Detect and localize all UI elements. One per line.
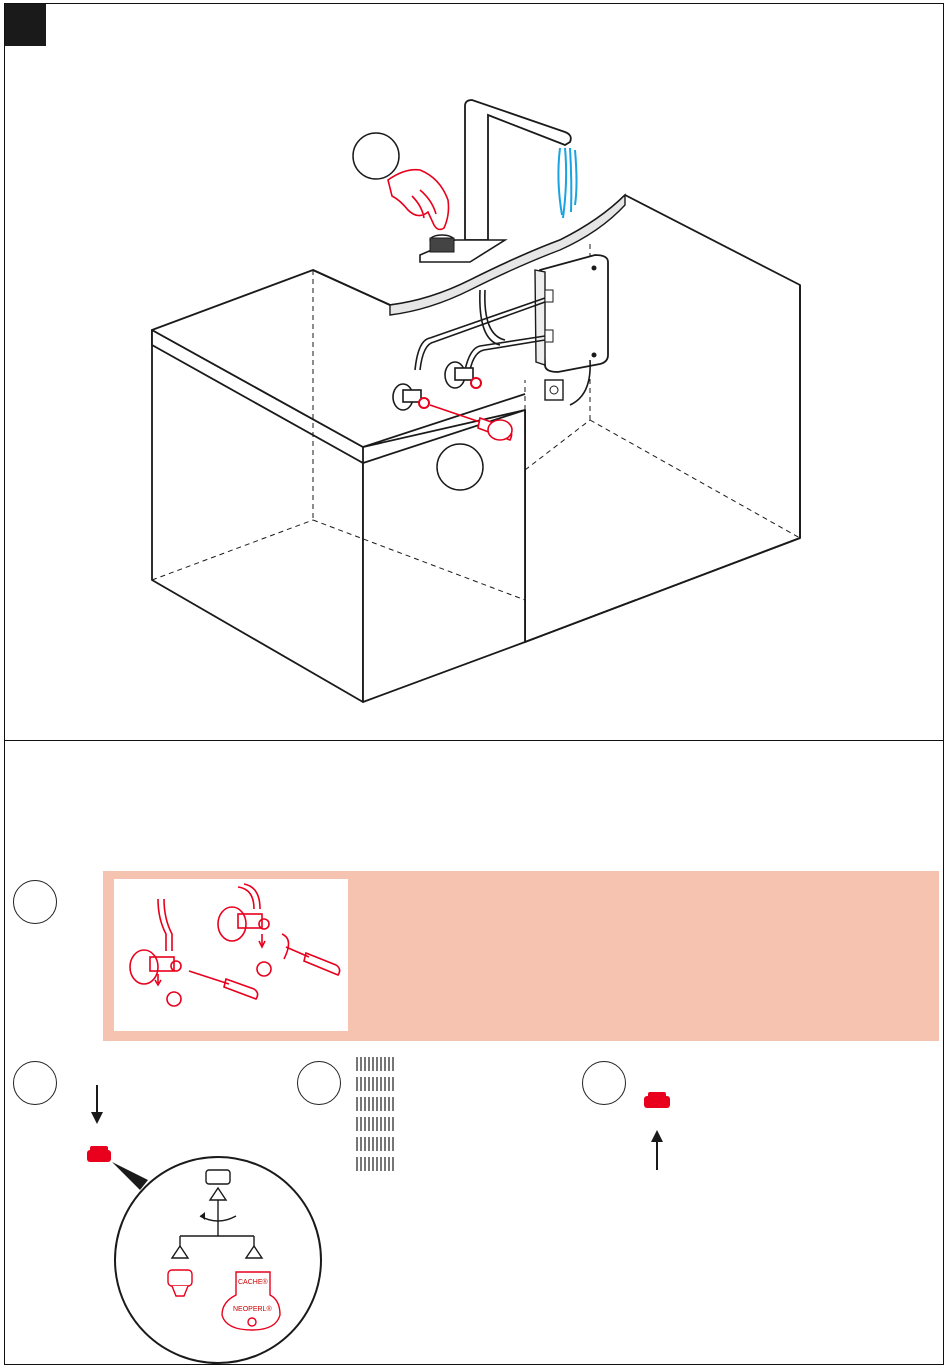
neoperl-logo-text: NEOPERL® xyxy=(233,1306,272,1313)
step-circle-4 xyxy=(582,1061,626,1105)
callout-circle-lower xyxy=(437,444,483,490)
hand-icon xyxy=(388,170,449,230)
cache-logo-text: CACHE® xyxy=(238,1279,268,1286)
callout-circle-upper xyxy=(353,133,399,179)
step-circle-3 xyxy=(297,1061,341,1105)
step-circle-2 xyxy=(13,1061,57,1105)
valve-filter-illustration xyxy=(114,879,348,1031)
water-icon xyxy=(558,148,576,218)
installation-illustration xyxy=(0,0,950,740)
socket-icon xyxy=(545,380,563,400)
valve-cleaning-inset xyxy=(114,879,348,1031)
control-box-icon xyxy=(535,255,608,372)
section-divider xyxy=(4,740,944,741)
step-circle-1 xyxy=(13,880,57,924)
faucet-icon xyxy=(420,100,571,262)
